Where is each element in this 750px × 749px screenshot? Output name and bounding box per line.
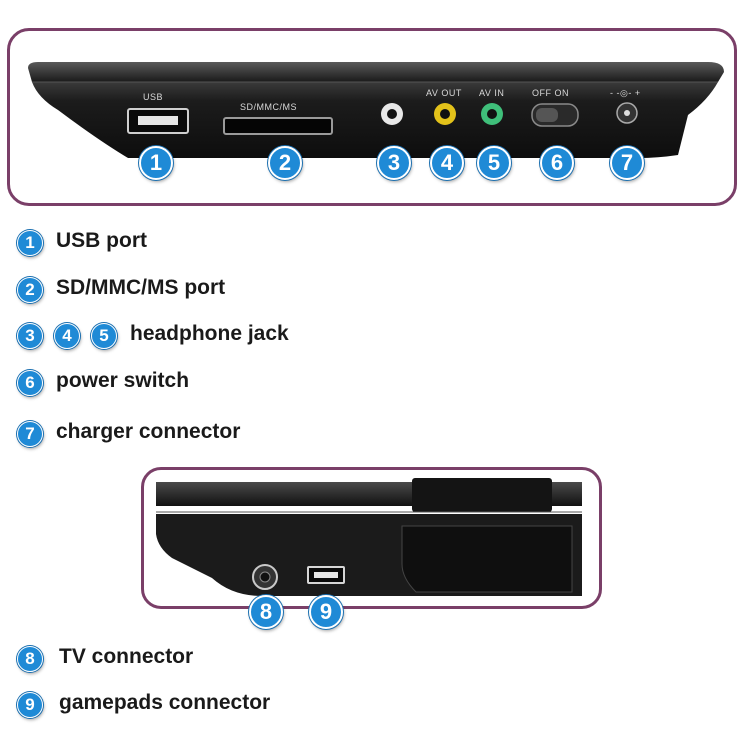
legend-text-headphone-jack: headphone jack <box>130 322 289 345</box>
callout-1: 1 <box>139 146 173 180</box>
top-ports-layer: USB SD/MMC/MS AV OUT AV IN OFF ON - -◎- … <box>127 88 641 135</box>
usb-port-label: USB <box>143 92 163 102</box>
legend-badge-5: 5 <box>91 323 117 349</box>
device-side-view-top <box>28 62 724 158</box>
legend-badge-6: 6 <box>17 370 43 396</box>
legend-badge-9: 9 <box>17 692 43 718</box>
legend-text-tv-connector: TV connector <box>59 645 194 668</box>
legend-badge-1: 1 <box>17 230 43 256</box>
svg-text:- -◎- +: - -◎- + <box>610 88 641 98</box>
callout-9: 9 <box>309 595 343 629</box>
legend-text-usb-port: USB port <box>56 229 147 252</box>
legend-badge-2: 2 <box>17 277 43 303</box>
callout-3: 3 <box>377 146 411 180</box>
legend-text-card-port: SD/MMC/MS port <box>56 276 226 299</box>
card-slot-label: SD/MMC/MS <box>240 102 297 112</box>
switch-label: OFF ON <box>532 88 569 98</box>
legend-badge-3: 3 <box>17 323 43 349</box>
callout-5: 5 <box>477 146 511 180</box>
av-in-label: AV IN <box>479 88 504 98</box>
bottom-ports-layer <box>252 564 345 590</box>
callout-2: 2 <box>268 146 302 180</box>
legend-text-power-switch: power switch <box>56 369 190 392</box>
legend-badge-8: 8 <box>17 646 43 672</box>
callout-8: 8 <box>249 595 283 629</box>
callout-4: 4 <box>430 146 464 180</box>
callout-7: 7 <box>610 146 644 180</box>
card-slot <box>223 117 333 135</box>
legend-text-gamepads-connector: gamepads connector <box>59 691 271 714</box>
legend-badge-4: 4 <box>54 323 80 349</box>
legend-badge-7: 7 <box>17 421 43 447</box>
callout-6: 6 <box>540 146 574 180</box>
legend-text-charger-connector: charger connector <box>56 420 241 443</box>
av-out-label: AV OUT <box>426 88 462 98</box>
